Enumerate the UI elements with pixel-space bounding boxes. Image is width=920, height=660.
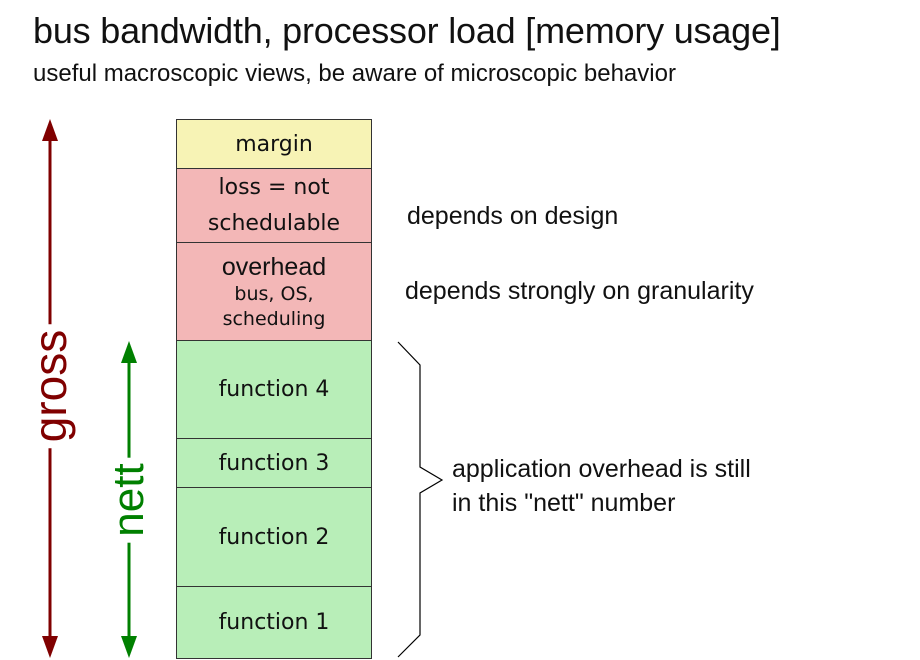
resource-stack: margin loss = not schedulable overhead b… — [176, 119, 372, 659]
block-function-4: function 4 — [176, 340, 372, 439]
gross-arrow-bottom-head — [42, 636, 58, 658]
curly-brace — [397, 341, 444, 658]
block-overhead-title: overhead — [221, 252, 327, 281]
note-design: depends on design — [407, 202, 619, 230]
block-loss-line1: loss = not — [218, 174, 330, 200]
block-margin-label: margin — [235, 131, 313, 157]
block-overhead-line2: scheduling — [222, 307, 326, 330]
block-function-1-label: function 1 — [218, 610, 330, 635]
block-function-3: function 3 — [176, 438, 372, 488]
note-app-line2: in this "nett" number — [452, 489, 676, 517]
block-function-2-label: function 2 — [218, 524, 330, 550]
note-app-line1: application overhead is still — [452, 455, 751, 483]
block-overhead-line1: bus, OS, — [234, 282, 314, 305]
gross-arrow-top-head — [42, 119, 58, 141]
block-function-1: function 1 — [176, 586, 372, 659]
block-function-3-label: function 3 — [218, 450, 330, 476]
page-title: bus bandwidth, processor load [memory us… — [33, 10, 781, 51]
note-granularity: depends strongly on granularity — [405, 277, 754, 305]
block-loss-line2: schedulable — [207, 210, 341, 236]
block-margin: margin — [176, 119, 372, 169]
gross-label: gross — [24, 323, 76, 449]
nett-arrow-top-head — [121, 341, 137, 363]
block-function-2: function 2 — [176, 487, 372, 587]
block-loss: loss = not schedulable — [176, 168, 372, 243]
nett-label: nett — [104, 457, 153, 543]
block-function-4-label: function 4 — [218, 377, 330, 402]
block-overhead: overhead bus, OS, scheduling — [176, 242, 372, 341]
nett-arrow-bottom-head — [121, 636, 137, 658]
note-application-overhead: application overhead is still in this "n… — [452, 452, 751, 520]
page-subtitle: useful macroscopic views, be aware of mi… — [33, 60, 676, 87]
